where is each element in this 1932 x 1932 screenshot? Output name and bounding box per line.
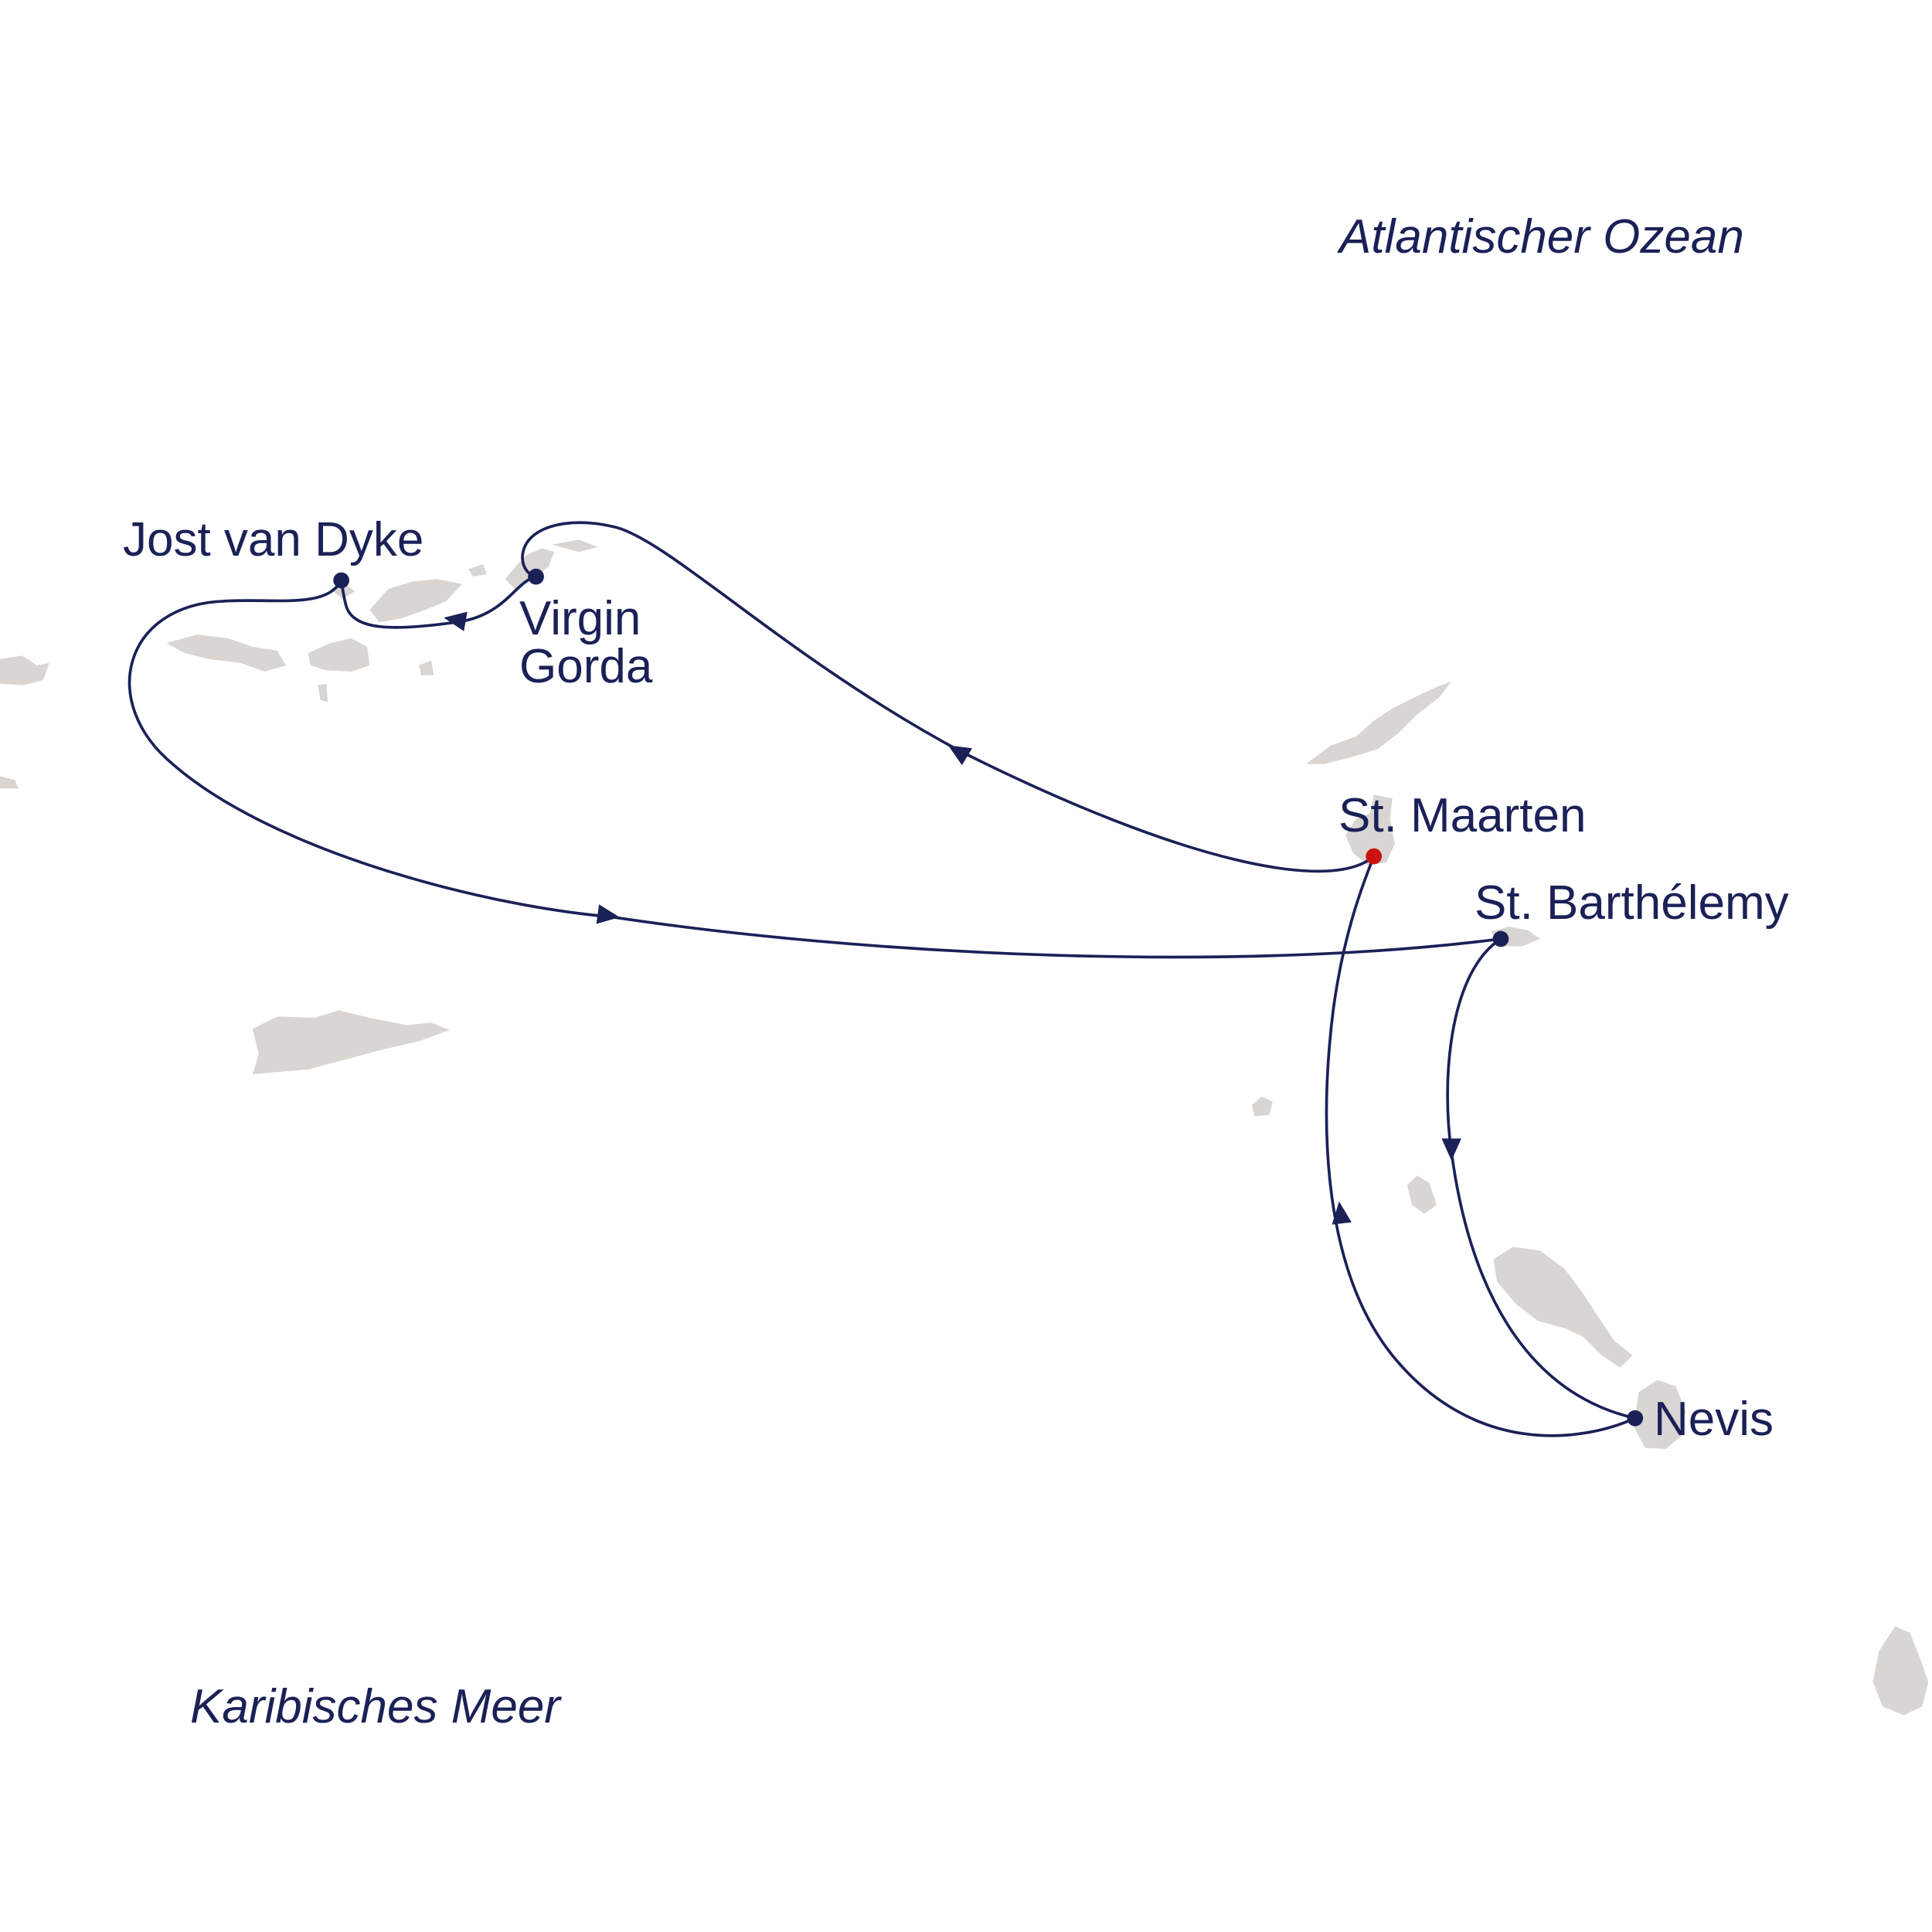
island-nevis: [1634, 1379, 1686, 1449]
arrow-icon: [1332, 1201, 1352, 1225]
island-st-eustatius: [1406, 1175, 1437, 1214]
route-nevis-to-st-maarten: [1325, 855, 1636, 1437]
island-anguilla: [1306, 681, 1452, 764]
sea-label-caribbean: Karibisches Meer: [190, 1680, 560, 1733]
island-st-maarten: [1345, 794, 1395, 866]
island-st-john: [308, 638, 370, 672]
island-tortola: [369, 579, 462, 623]
arrow-icon: [596, 904, 620, 924]
port-marker-jost-van-dyke[interactable]: [333, 572, 350, 589]
sea-label-atlantic: Atlantischer Ozean: [1339, 210, 1744, 264]
arrow-icon: [947, 745, 972, 766]
island-puerto-rico-east: [0, 655, 49, 789]
island-saba: [1251, 1097, 1274, 1117]
port-label-st-barthelemy: St. Barthélemy: [1475, 876, 1789, 930]
direction-arrows: [444, 611, 1461, 1225]
port-label-virgin-gorda-line2: Gorda: [519, 640, 653, 693]
port-label-virgin-gorda-line1: Virgin: [519, 592, 641, 645]
island-st-kitts: [1493, 1247, 1633, 1368]
island-virgin-gorda: [505, 539, 598, 590]
port-label-st-maarten: St. Maarten: [1338, 789, 1587, 842]
island-st-thomas: [166, 634, 286, 672]
port-marker-nevis[interactable]: [1627, 1410, 1644, 1427]
route-st-maarten-to-virgin-gorda: [521, 521, 1375, 873]
route-jost-van-dyke-to-st-barthelemy: [128, 580, 1502, 959]
island-st-croix: [252, 1010, 450, 1075]
route-lines: [128, 521, 1636, 1437]
land-masses: [0, 539, 1929, 1716]
island-montserrat: [1872, 1626, 1929, 1716]
route-st-barthelemy-to-nevis: [1446, 937, 1636, 1420]
port-marker-st-maarten-start[interactable]: [1366, 848, 1383, 865]
port-markers: [333, 568, 1644, 1427]
route-virgin-gorda-to-jost-van-dyke: [339, 575, 537, 629]
arrow-icon: [1441, 1138, 1461, 1161]
port-marker-virgin-gorda[interactable]: [528, 568, 544, 585]
arrow-icon: [444, 611, 468, 631]
port-label-nevis: Nevis: [1654, 1393, 1774, 1446]
port-label-jost-van-dyke: Jost van Dyke: [123, 513, 424, 566]
port-marker-st-barthelemy[interactable]: [1492, 930, 1509, 947]
